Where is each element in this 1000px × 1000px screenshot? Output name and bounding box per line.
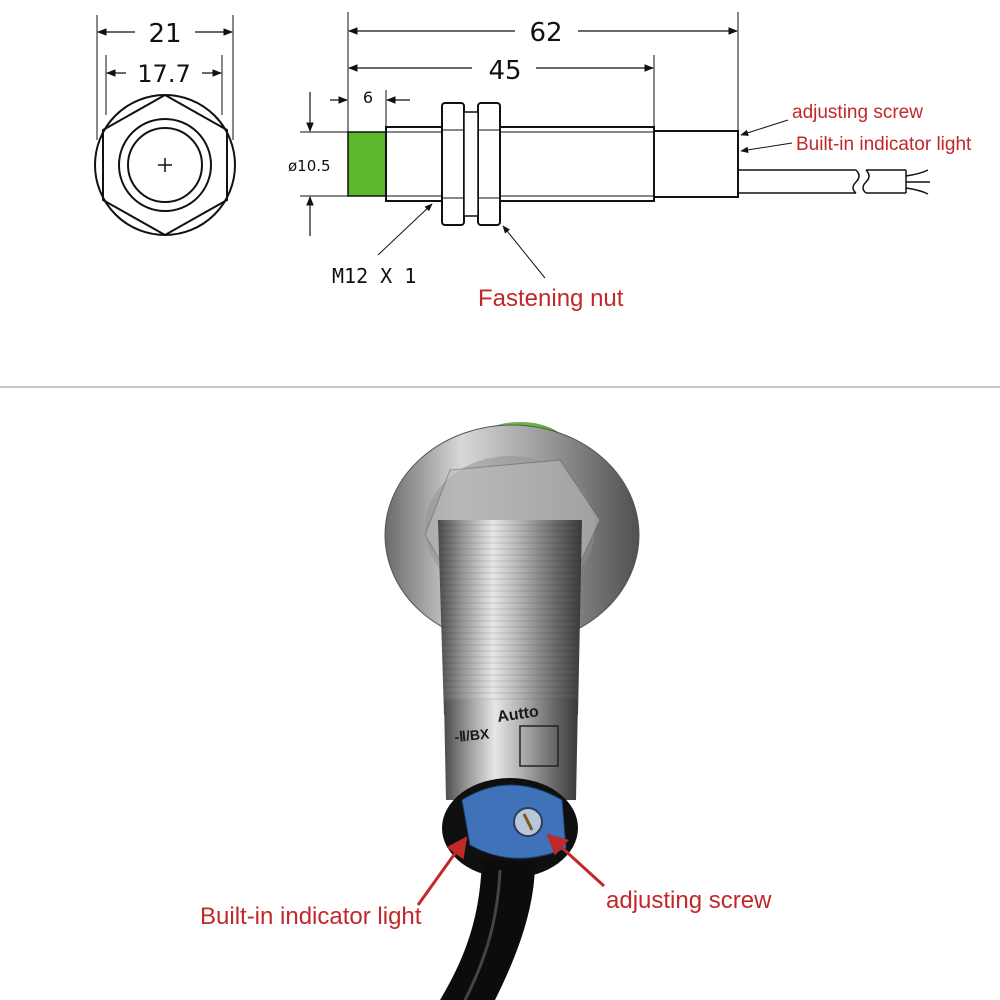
dim-total-length: 62 <box>529 18 562 48</box>
indicator-light-label: Built-in indicator light <box>796 134 972 155</box>
center-mark <box>158 158 172 172</box>
fastening-nut-2 <box>477 102 501 226</box>
thread-leader <box>377 203 433 256</box>
photo-symbol-box <box>519 725 559 767</box>
side-view-extension-lines <box>300 12 739 197</box>
end-view-extension-lines <box>96 15 234 140</box>
sensing-face <box>347 131 387 197</box>
cable <box>738 169 931 195</box>
adjusting-screw-leader <box>740 119 789 136</box>
photo-brand-text: Autto <box>496 703 540 726</box>
side-view: 62 45 6 ø10.5 M12 X 1 Fastening nut adju… <box>288 12 972 312</box>
adjusting-screw-label: adjusting screw <box>792 102 923 123</box>
dim-outer-width: 21 <box>148 19 181 49</box>
inner-ring-outer <box>118 118 212 212</box>
photo-adjusting-screw-label: adjusting screw <box>606 887 772 914</box>
photo-model-text: -Ⅱ/BX <box>454 725 491 745</box>
sensor-photo: Autto -Ⅱ/BX Built-in indicator light adj… <box>200 422 772 1000</box>
thread-label: M12 X 1 <box>332 264 416 288</box>
nut-leader <box>502 225 546 279</box>
photo-cable <box>440 860 535 1000</box>
fastening-nut-label: Fastening nut <box>478 285 624 312</box>
indicator-light-leader <box>740 142 793 154</box>
inner-ring-inner <box>127 127 203 203</box>
sensor-body <box>385 126 655 202</box>
photo-indicator-light-label: Built-in indicator light <box>200 903 422 930</box>
photo-label-band <box>444 700 578 800</box>
dim-inner-width: 17.7 <box>137 60 190 88</box>
photo-cable-highlight <box>463 869 502 1000</box>
fastening-nut-1 <box>441 102 465 226</box>
end-view: 21 17.7 <box>94 15 236 237</box>
hex-outline <box>94 93 236 237</box>
dim-cap-length: 6 <box>363 88 373 107</box>
nut-washer <box>463 111 479 217</box>
dim-body-length: 45 <box>488 56 521 86</box>
dim-diameter: ø10.5 <box>288 157 331 175</box>
screw-slot <box>522 813 534 831</box>
rear-housing <box>653 130 739 198</box>
photo-indicator-arrow <box>416 836 468 906</box>
photo-thread-texture <box>438 520 582 715</box>
photo-adjusting-arrow <box>546 833 606 888</box>
